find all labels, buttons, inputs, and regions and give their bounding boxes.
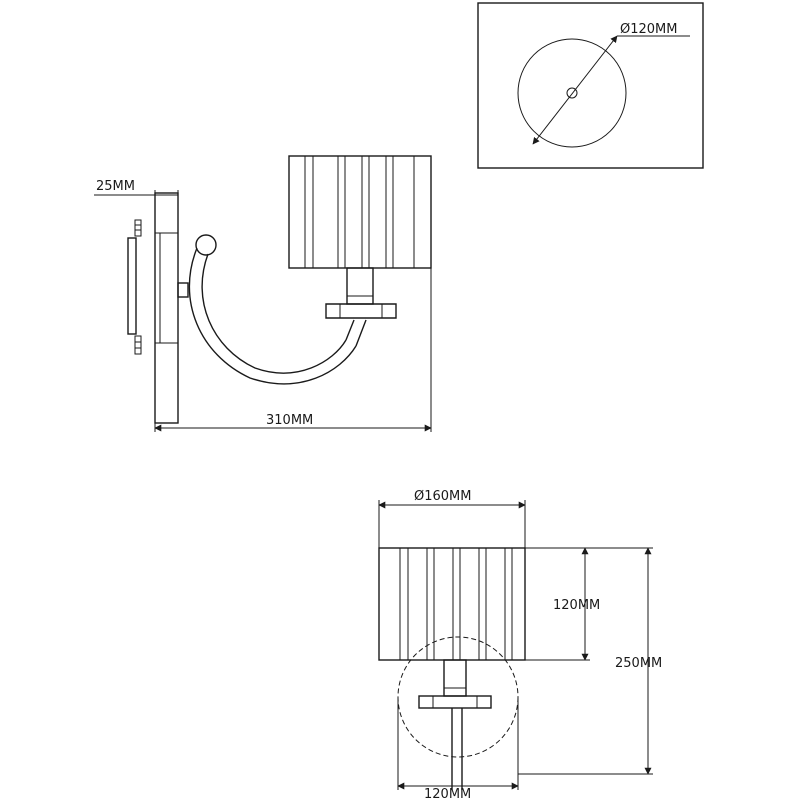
- socket-neck: [346, 267, 374, 305]
- wall-plate: [154, 192, 179, 424]
- holder-cup-front: [418, 695, 492, 709]
- arm-vertical-inner: [345, 319, 355, 341]
- wall-plate-face: [154, 232, 179, 344]
- finial-ball: [195, 234, 217, 256]
- wall-bracket: [127, 237, 137, 335]
- top-view: Ø120MM: [477, 2, 704, 169]
- socket-neck-front: [443, 659, 467, 697]
- screw-bottom: [134, 335, 142, 355]
- screw-top: [134, 219, 142, 237]
- base-diameter-dim-line: [532, 35, 618, 145]
- base-plate-hidden-circle: [397, 636, 519, 758]
- arm-connector: [177, 282, 189, 298]
- shade-height-label: 120MM: [553, 598, 600, 613]
- curved-arm-outer: [188, 247, 357, 385]
- lamp-shade-side: [288, 155, 432, 269]
- shade-diameter-label: Ø160MM: [414, 489, 471, 504]
- holder-cup: [325, 303, 397, 319]
- lamp-shade-front: [378, 547, 526, 661]
- total-height-label: 250MM: [615, 656, 662, 671]
- projection-label: 310MM: [266, 413, 313, 428]
- front-view: Ø160MM 120MM: [378, 489, 662, 800]
- base-width-label: 120MM: [424, 787, 471, 800]
- curved-arm-inner: [201, 253, 347, 374]
- shade-ribs-side: [304, 156, 415, 268]
- arm-vertical-outer: [355, 319, 367, 347]
- shade-ribs-front: [399, 548, 513, 660]
- base-diameter-label: Ø120MM: [620, 22, 677, 37]
- top-view-frame: [477, 2, 704, 169]
- base-plate-circle: [517, 38, 627, 148]
- side-view: 25MM: [94, 155, 432, 432]
- plate-depth-label: 25MM: [96, 179, 135, 194]
